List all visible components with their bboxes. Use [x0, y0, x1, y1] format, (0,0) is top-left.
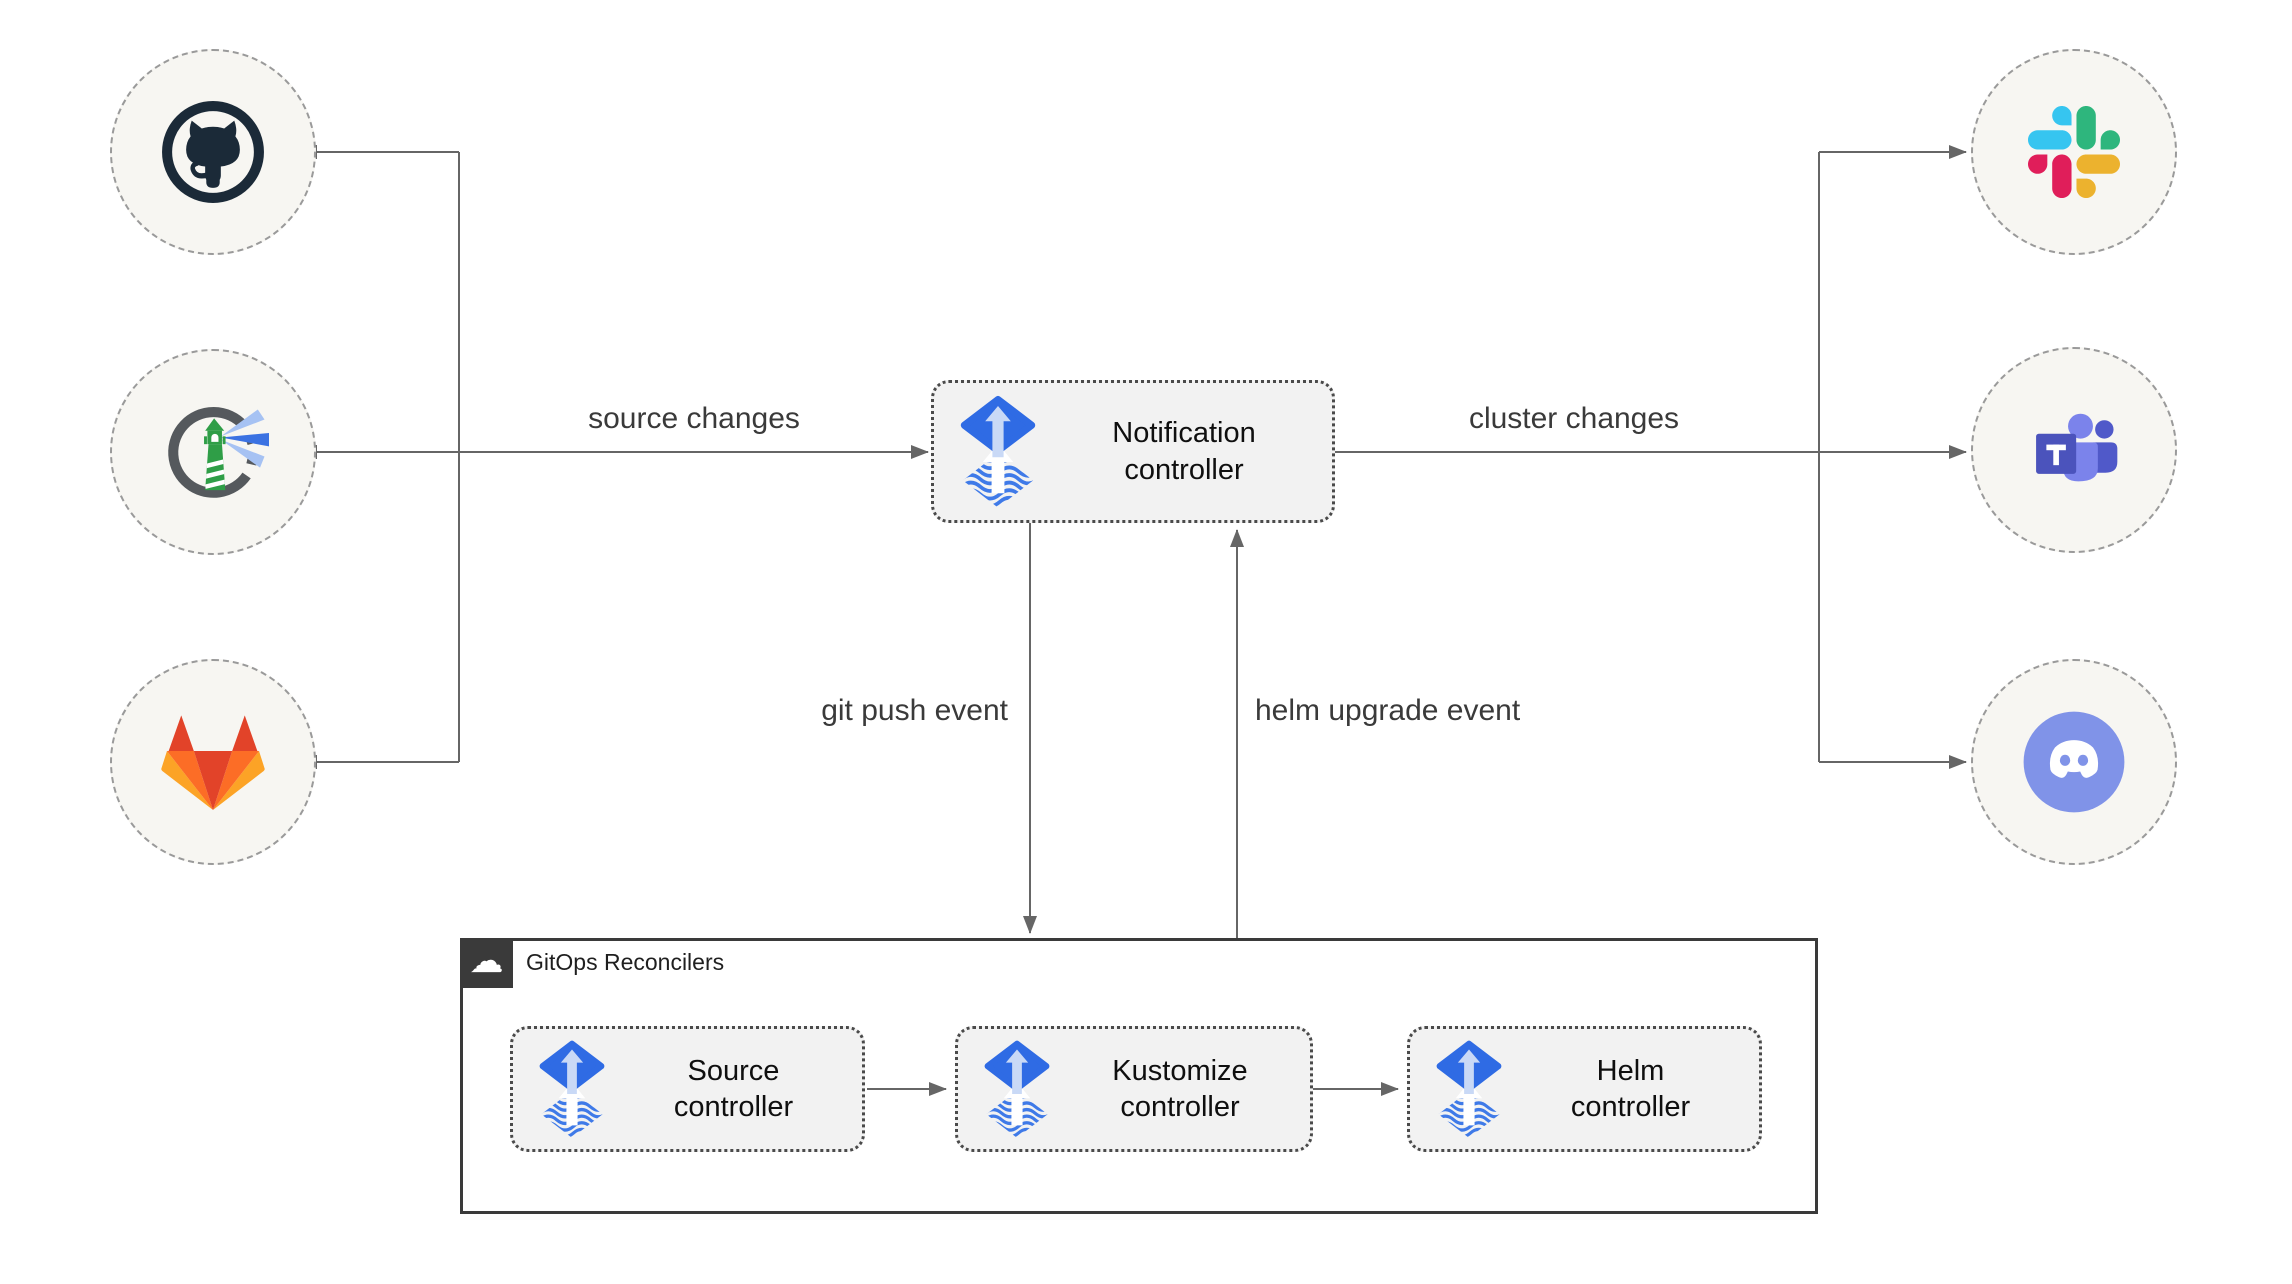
flux-icon	[1434, 1039, 1504, 1140]
node-github	[110, 49, 316, 255]
node-gitlab	[110, 659, 316, 865]
gitlab-icon	[161, 715, 265, 810]
flux-icon	[537, 1039, 607, 1140]
edge-label-source-changes: source changes	[588, 402, 800, 435]
notification-controller-label: Notification controller	[1112, 417, 1256, 486]
group-corner-badge: ☁	[460, 938, 513, 988]
flux-icon	[958, 394, 1038, 510]
node-harbor	[110, 349, 316, 555]
notification-controller-box: Notification controller	[931, 380, 1335, 523]
node-discord	[1971, 659, 2177, 865]
edge-label-helm-upgrade-event: helm upgrade event	[1255, 694, 1521, 727]
helm-controller-box: Helm controller	[1407, 1026, 1762, 1152]
gitops-reconcilers-box	[460, 938, 1818, 1214]
node-teams	[1971, 347, 2177, 553]
slack-icon	[2028, 106, 2120, 198]
cloud-icon: ☁	[469, 942, 504, 980]
edge-label-cluster-changes: cluster changes	[1468, 402, 1680, 435]
kustomize-controller-label: Kustomize controller	[1112, 1054, 1248, 1123]
kustomize-controller-box: Kustomize controller	[955, 1026, 1313, 1152]
source-controller-label: Source controller	[673, 1054, 794, 1123]
discord-icon	[2023, 711, 2125, 813]
teams-icon	[2036, 413, 2118, 482]
edge-label-git-push-event: git push event	[821, 694, 1008, 727]
github-icon	[162, 101, 264, 203]
source-controller-box: Source controller	[510, 1026, 865, 1152]
gitops-reconcilers-label: GitOps Reconcilers	[526, 949, 725, 975]
harbor-icon	[168, 407, 269, 498]
flux-icon	[982, 1039, 1052, 1140]
helm-controller-label: Helm controller	[1570, 1054, 1691, 1123]
node-slack	[1971, 49, 2177, 255]
